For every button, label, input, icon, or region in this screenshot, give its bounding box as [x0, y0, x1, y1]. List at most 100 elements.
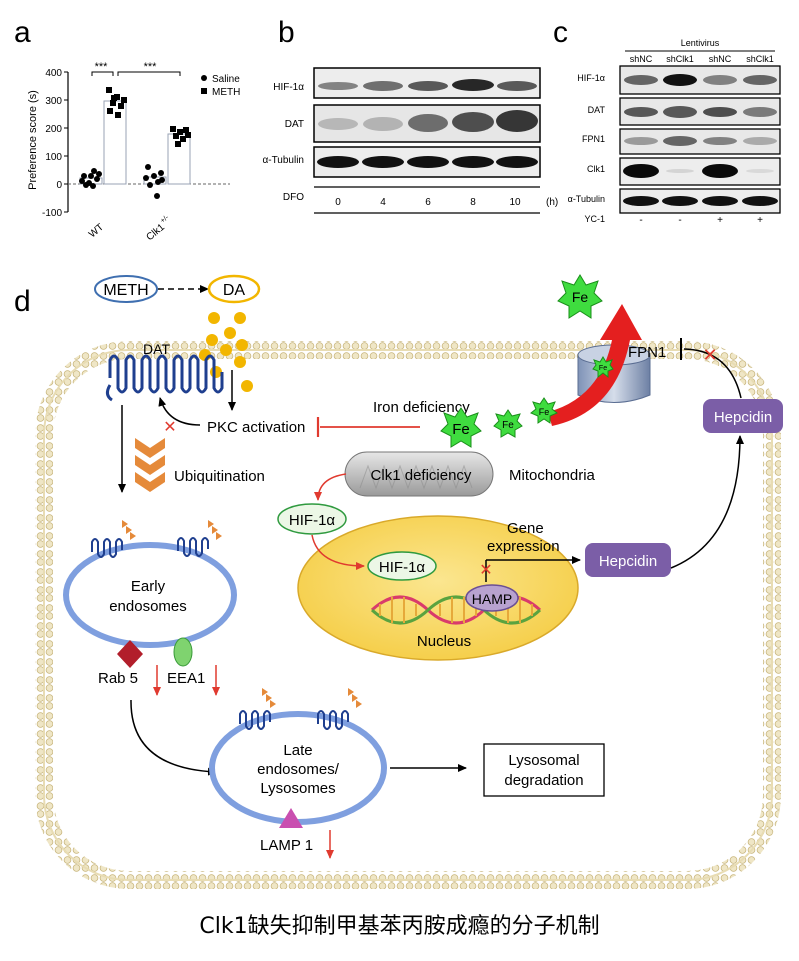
nucleus-label: Nucleus: [417, 633, 471, 650]
svg-text:Fe: Fe: [539, 407, 550, 417]
fe-star-channel: Fe: [592, 356, 614, 379]
pkc-inhibit-cross: ✕: [163, 419, 176, 436]
hif-label-nucleus: HIF-1α: [379, 559, 426, 576]
early-endosome-label-2: endosomes: [109, 598, 187, 615]
blot-label: α-Tubulin: [568, 194, 605, 204]
x-label-wt: WT: [87, 222, 106, 240]
points-wt-meth: [106, 87, 127, 118]
yc1-value: +: [757, 215, 763, 226]
da-oval: [207, 274, 261, 304]
y-tick-label: 400: [45, 68, 62, 79]
fpn1-inhibit-cross: ✕: [702, 345, 717, 365]
eea1-label: EEA1: [167, 670, 205, 687]
svg-text:Fe: Fe: [599, 365, 607, 372]
dat-transporter: [108, 354, 224, 394]
svg-text:Fe: Fe: [452, 421, 470, 438]
lysosomal-degradation-box: [483, 743, 605, 797]
lysosomal-label-2: degradation: [504, 772, 583, 789]
late-ubiquitin-tags: [262, 688, 362, 708]
hepcidin-label-2: Hepcidin: [714, 409, 772, 426]
panel-d: d METH DA DAT PKC activation ✕ Iron defi: [14, 274, 783, 889]
rab5-label: Rab 5: [98, 670, 138, 687]
panel-b-letter: b: [278, 16, 295, 49]
hif-label-cytoplasm: HIF-1α: [289, 512, 336, 529]
sig-bracket-2: [117, 71, 181, 76]
lane-label: shNC: [630, 54, 653, 64]
hamp-label: HAMP: [472, 591, 512, 607]
mito-cristae: [359, 464, 473, 490]
lentivirus-header: Lentivirus: [681, 38, 720, 48]
meth-oval: [94, 275, 158, 303]
blot-label: HIF-1α: [577, 73, 605, 83]
blot-label: α-Tubulin: [262, 155, 304, 166]
fe-star-3: Fe: [530, 397, 558, 424]
y-tick-label: 0: [56, 180, 62, 191]
lane-label: shClk1: [746, 54, 774, 64]
hepcidin-box-1: [585, 543, 671, 577]
blot-label: DAT: [588, 105, 606, 115]
y-tick-label: -100: [42, 208, 62, 219]
lamp1-label: LAMP 1: [260, 837, 313, 854]
dfo-unit: (h): [546, 197, 558, 208]
yc1-value: -: [678, 215, 681, 226]
points-clk1-meth: [170, 126, 191, 147]
early-endosome: [63, 542, 237, 648]
blot-label: Clk1: [587, 164, 605, 174]
late-endosome-dat-2: [317, 710, 349, 730]
dfo-value: 0: [335, 197, 341, 208]
hepcidin-secretion-arrow: [670, 435, 744, 569]
blot-label: DAT: [285, 119, 304, 130]
late-endosome-dat-1: [239, 710, 271, 730]
points-wt-saline: [79, 168, 102, 189]
da-label: DA: [223, 282, 246, 299]
panel-a-yticks: 400 300 200 100 0 -100: [42, 68, 68, 219]
fe-star-1: Fe: [440, 407, 482, 448]
panel-a: a Preference score (s) 400 300 200 100 0…: [14, 16, 240, 243]
yc1-value: -: [639, 215, 642, 226]
lane-label: shNC: [709, 54, 732, 64]
dfo-label: DFO: [283, 192, 304, 203]
late-endosome-label-1: Late: [283, 742, 312, 759]
points-clk1-saline: [143, 164, 165, 199]
dopamine-dots: [199, 312, 253, 392]
yc1-value: +: [717, 215, 723, 226]
early-ubiquitin-tags: [122, 520, 222, 540]
dfo-value: 10: [509, 197, 521, 208]
lysosomal-label-1: Lysosomal: [508, 752, 579, 769]
gene-expression-label-1: Gene: [507, 520, 544, 537]
dfo-value: 4: [380, 197, 386, 208]
figure-caption: Clk1缺失抑制甲基苯丙胺成瘾的分子机制: [199, 914, 600, 939]
lane-label: shClk1: [666, 54, 694, 64]
rab5-diamond: [117, 640, 143, 668]
dfo-value: 8: [470, 197, 476, 208]
bands-hif1a: [318, 79, 537, 91]
bands-c-tubulin: [623, 196, 778, 206]
dfo-value: 6: [425, 197, 431, 208]
early-to-late-arrow: [130, 699, 217, 776]
fe-star-2: Fe: [493, 409, 523, 438]
legend-meth-marker: [201, 88, 207, 94]
hepcidin-to-fpn1: [683, 348, 742, 399]
legend-saline: Saline: [212, 74, 240, 85]
yc1-label: YC-1: [584, 214, 605, 224]
bands-dat: [318, 110, 538, 132]
hif-oval-cytoplasm: [277, 503, 347, 535]
hepcidin-box-2: [703, 399, 783, 433]
early-endosome-dat-1: [91, 538, 123, 558]
svg-text:Fe: Fe: [572, 289, 589, 305]
sig-label-2: ***: [144, 61, 158, 73]
late-endosome-label-2: endosomes/: [257, 761, 340, 778]
panel-c-letter: c: [553, 16, 568, 49]
gene-expression-label-2: expression: [487, 538, 560, 555]
mitochondria-label: Mitochondria: [509, 467, 596, 484]
lamp1-triangle: [279, 808, 303, 828]
early-endosome-label-1: Early: [131, 578, 166, 595]
hif-oval-nucleus: [367, 551, 437, 581]
legend-meth: METH: [212, 87, 240, 98]
cell-membrane-inner-line: [43, 349, 773, 881]
eea1-oval: [173, 637, 193, 667]
panel-d-letter: d: [14, 285, 31, 318]
hamp-oval: [465, 584, 519, 612]
pkc-to-dat-arrow: [158, 397, 201, 426]
legend-saline-marker: [201, 75, 207, 81]
